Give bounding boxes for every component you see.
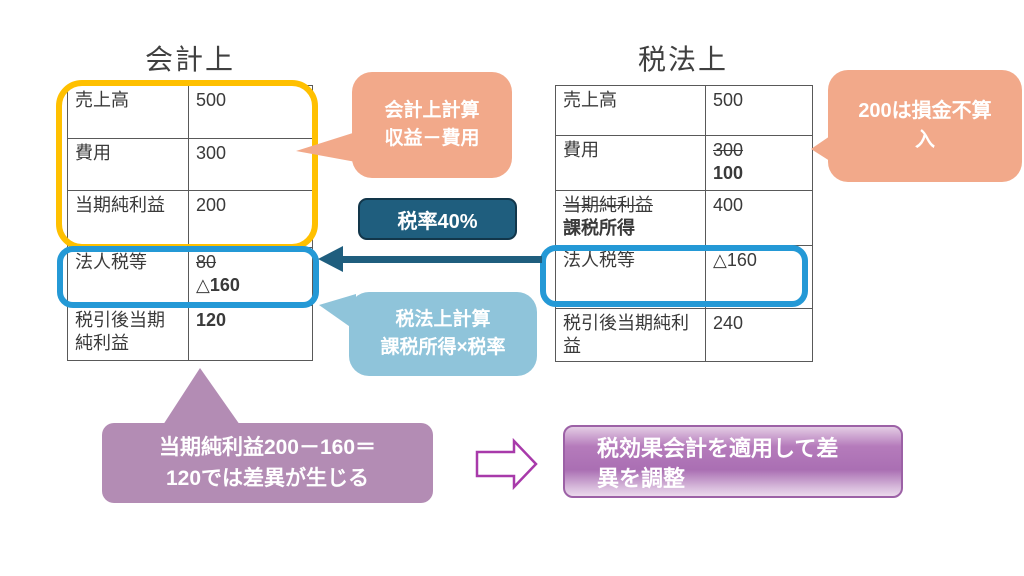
callout-non-deductible: 200は損金不算 入 — [828, 70, 1022, 182]
callout-line: 課税所得×税率 — [380, 337, 506, 358]
cell-label: 法人税等 — [67, 247, 189, 306]
new-label: 課税所得 — [563, 218, 635, 239]
accounting-title: 会計上 — [144, 44, 235, 75]
adjustment-line: 税効果会計を適用して差 — [597, 436, 839, 461]
table-row: 法人税等 80 △160 — [67, 247, 313, 306]
tax-to-accounting-arrow-head — [318, 246, 343, 272]
cell-label: 法人税等 — [555, 245, 706, 309]
cell-label: 費用 — [555, 135, 706, 191]
tax-table: 売上高 500 費用 300 100 当期純利益 課税所得 400 法人税等 △… — [555, 85, 813, 363]
cell-value: 300 100 — [705, 135, 813, 191]
new-value: 100 — [713, 163, 744, 184]
blue-highlight-box-tax — [540, 245, 808, 307]
cell-label: 費用 — [67, 138, 189, 191]
blue-highlight-box-accounting — [57, 246, 319, 308]
block-arrow-right-icon — [475, 437, 538, 491]
cell-value: 240 — [705, 307, 813, 363]
cell-label: 売上高 — [555, 85, 706, 136]
table-row: 売上高 500 — [555, 85, 813, 136]
yellow-highlight-box — [56, 80, 318, 250]
callout-tax-calc: 税法上計算 課税所得×税率 — [349, 292, 537, 376]
table-row: 費用 300 100 — [555, 135, 813, 191]
cell-label: 税引後当期純利益 — [555, 307, 706, 363]
old-value: 80 — [196, 252, 217, 272]
tax-rate-box: 税率40% — [358, 198, 517, 240]
tax-title: 税法上 — [637, 44, 728, 75]
old-label: 当期純利益 — [563, 195, 653, 215]
callout-tail-difference — [163, 368, 240, 425]
adjustment-line: 異を調整 — [597, 466, 686, 491]
callout-line: 税法上計算 — [395, 309, 491, 331]
callout-difference: 当期純利益200－160＝ 120では差異が生じる — [102, 423, 433, 503]
cell-value: 80 △160 — [188, 247, 313, 306]
callout-line: 200は損金不算 — [858, 100, 992, 122]
cell-label: 当期純利益 — [67, 190, 189, 248]
table-row: 法人税等 △160 — [555, 245, 813, 309]
callout-line: 入 — [915, 129, 935, 151]
cell-label: 売上高 — [67, 85, 189, 139]
cell-value: 120 — [188, 305, 313, 361]
table-row: 税引後当期純利益 240 — [555, 307, 813, 363]
tax-to-accounting-arrow-shaft — [340, 256, 542, 263]
callout-line: 収益－費用 — [384, 128, 480, 149]
table-row: 当期純利益 課税所得 400 — [555, 190, 813, 246]
callout-line: 当期純利益200－160＝ — [158, 435, 377, 459]
table-row: 税引後当期純利益 120 — [67, 305, 313, 361]
callout-line: 120では差異が生じる — [165, 467, 370, 490]
cell-label: 税引後当期純利益 — [67, 305, 189, 361]
cell-label: 当期純利益 課税所得 — [555, 190, 706, 246]
new-value: △160 — [196, 275, 240, 296]
callout-line: 会計上計算 — [384, 100, 480, 122]
callout-accounting-calc: 会計上計算 収益－費用 — [352, 72, 512, 178]
adjustment-box: 税効果会計を適用して差 異を調整 — [563, 425, 903, 498]
cell-value: 400 — [705, 190, 813, 246]
cell-value: 500 — [705, 85, 813, 136]
old-value: 300 — [713, 140, 744, 160]
